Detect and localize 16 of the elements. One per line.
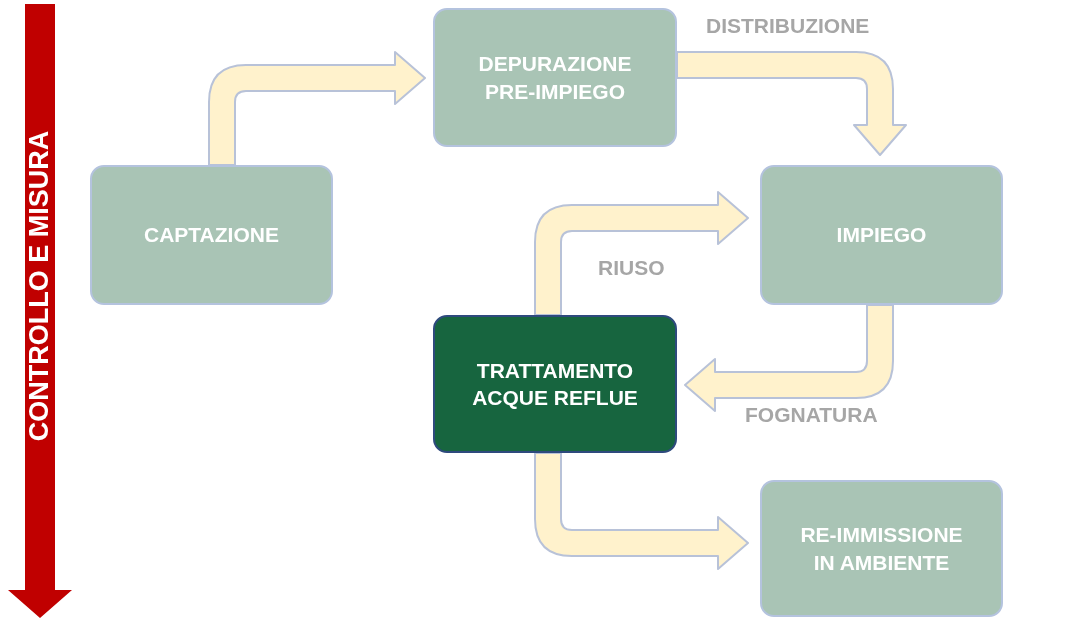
process-box [760,480,1003,617]
step-label: TRATTAMENTO ACQUE REFLUE [471,357,639,411]
block-arrow [684,304,894,412]
process-box [433,8,677,147]
step-label: IMPIEGO [836,222,927,249]
block-arrow [676,51,907,156]
block-arrow [534,191,749,316]
block-arrow [208,51,426,166]
process-box [433,315,677,453]
step-label: DEPURAZIONE PRE-IMPIEGO [477,51,633,105]
process-box [90,165,333,305]
vertical-label: CONTROLLO E MISURA [23,131,56,442]
process-box [760,165,1003,305]
block-arrow [534,452,749,570]
step-label: RE-IMMISSIONE IN AMBIENTE [799,522,964,576]
step-label: CAPTAZIONE [144,222,279,249]
